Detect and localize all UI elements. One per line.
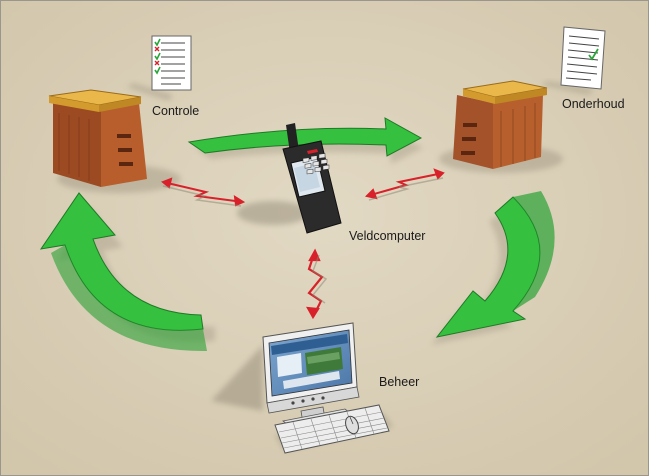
tree-box-icon	[48, 89, 181, 193]
handheld-computer-icon	[237, 123, 342, 234]
tree-box-icon	[439, 80, 563, 173]
checklist-icon	[127, 35, 192, 101]
wireless-signal-icon	[306, 248, 328, 320]
cycle-arrow-icon	[39, 192, 215, 352]
beheer-label: Beheer	[379, 375, 420, 389]
controle-label: Controle	[152, 104, 200, 118]
keyboard-icon	[274, 404, 393, 454]
veldcomputer-label: Veldcomputer	[349, 229, 426, 243]
cycle-arrow-icon	[431, 191, 555, 345]
mouse-icon	[345, 415, 359, 435]
wireless-signal-icon	[161, 177, 246, 207]
onderhoud-label: Onderhoud	[562, 97, 625, 111]
wireless-signal-icon	[365, 168, 445, 201]
maintenance-checklist-icon	[541, 26, 606, 95]
